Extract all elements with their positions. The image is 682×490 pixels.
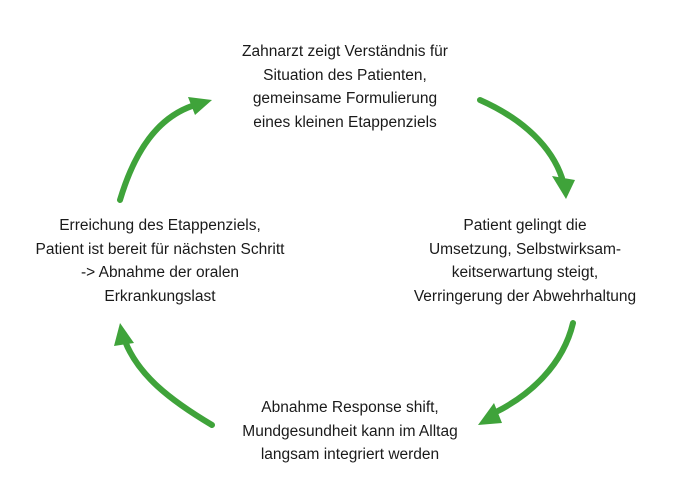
node-text-line: Verringerung der Abwehrhaltung (413, 287, 637, 305)
arrow-shaft (122, 338, 215, 428)
arrow-shaft (477, 97, 565, 181)
node-text-line: Patient ist bereit für nächsten Schritt (35, 240, 285, 258)
node-text-line: Umsetzung, Selbstwirksam- (428, 240, 622, 258)
node-text-line: gemeinsame Formulierung (252, 90, 438, 107)
node-text-line: -> Abnahme der oralen (80, 264, 240, 281)
node-text-line: Situation des Patienten, (263, 66, 427, 84)
arrow-shaft (493, 320, 576, 415)
arrow-shaft (117, 103, 195, 203)
node-text-line: langsam integriert werden (260, 446, 440, 463)
arrowhead (114, 323, 134, 346)
arrow-right-to-bottom (478, 320, 576, 425)
arrow-bottom-to-left (114, 323, 215, 428)
node-top: Zahnarzt zeigt Verständnis für Situation… (150, 40, 540, 134)
arrow-top-to-right (477, 97, 575, 199)
arrow-left-to-top (117, 97, 212, 203)
node-text-line: keitserwartung steigt, (451, 264, 599, 281)
node-left: Erreichung des Etappenziels, Patient ist… (0, 214, 350, 308)
node-text-line: Patient gelingt die (463, 217, 587, 234)
arrowhead (188, 97, 212, 115)
node-text-line: Erkrankungslast (104, 287, 216, 305)
node-text-line: Zahnarzt zeigt Verständnis für (242, 43, 448, 60)
node-text-line: Mundgesundheit kann im Alltag (242, 422, 458, 440)
node-text-line: Erreichung des Etappenziels, (59, 217, 261, 234)
node-bottom: Abnahme Response shift, Mundgesundheit k… (170, 396, 530, 467)
arrowhead (478, 403, 502, 425)
arrowhead (552, 176, 575, 199)
node-text-line: Abnahme Response shift, (261, 399, 439, 416)
node-text-line: eines kleinen Etappenziels (253, 113, 437, 131)
node-right: Patient gelingt die Umsetzung, Selbstwir… (345, 214, 682, 308)
